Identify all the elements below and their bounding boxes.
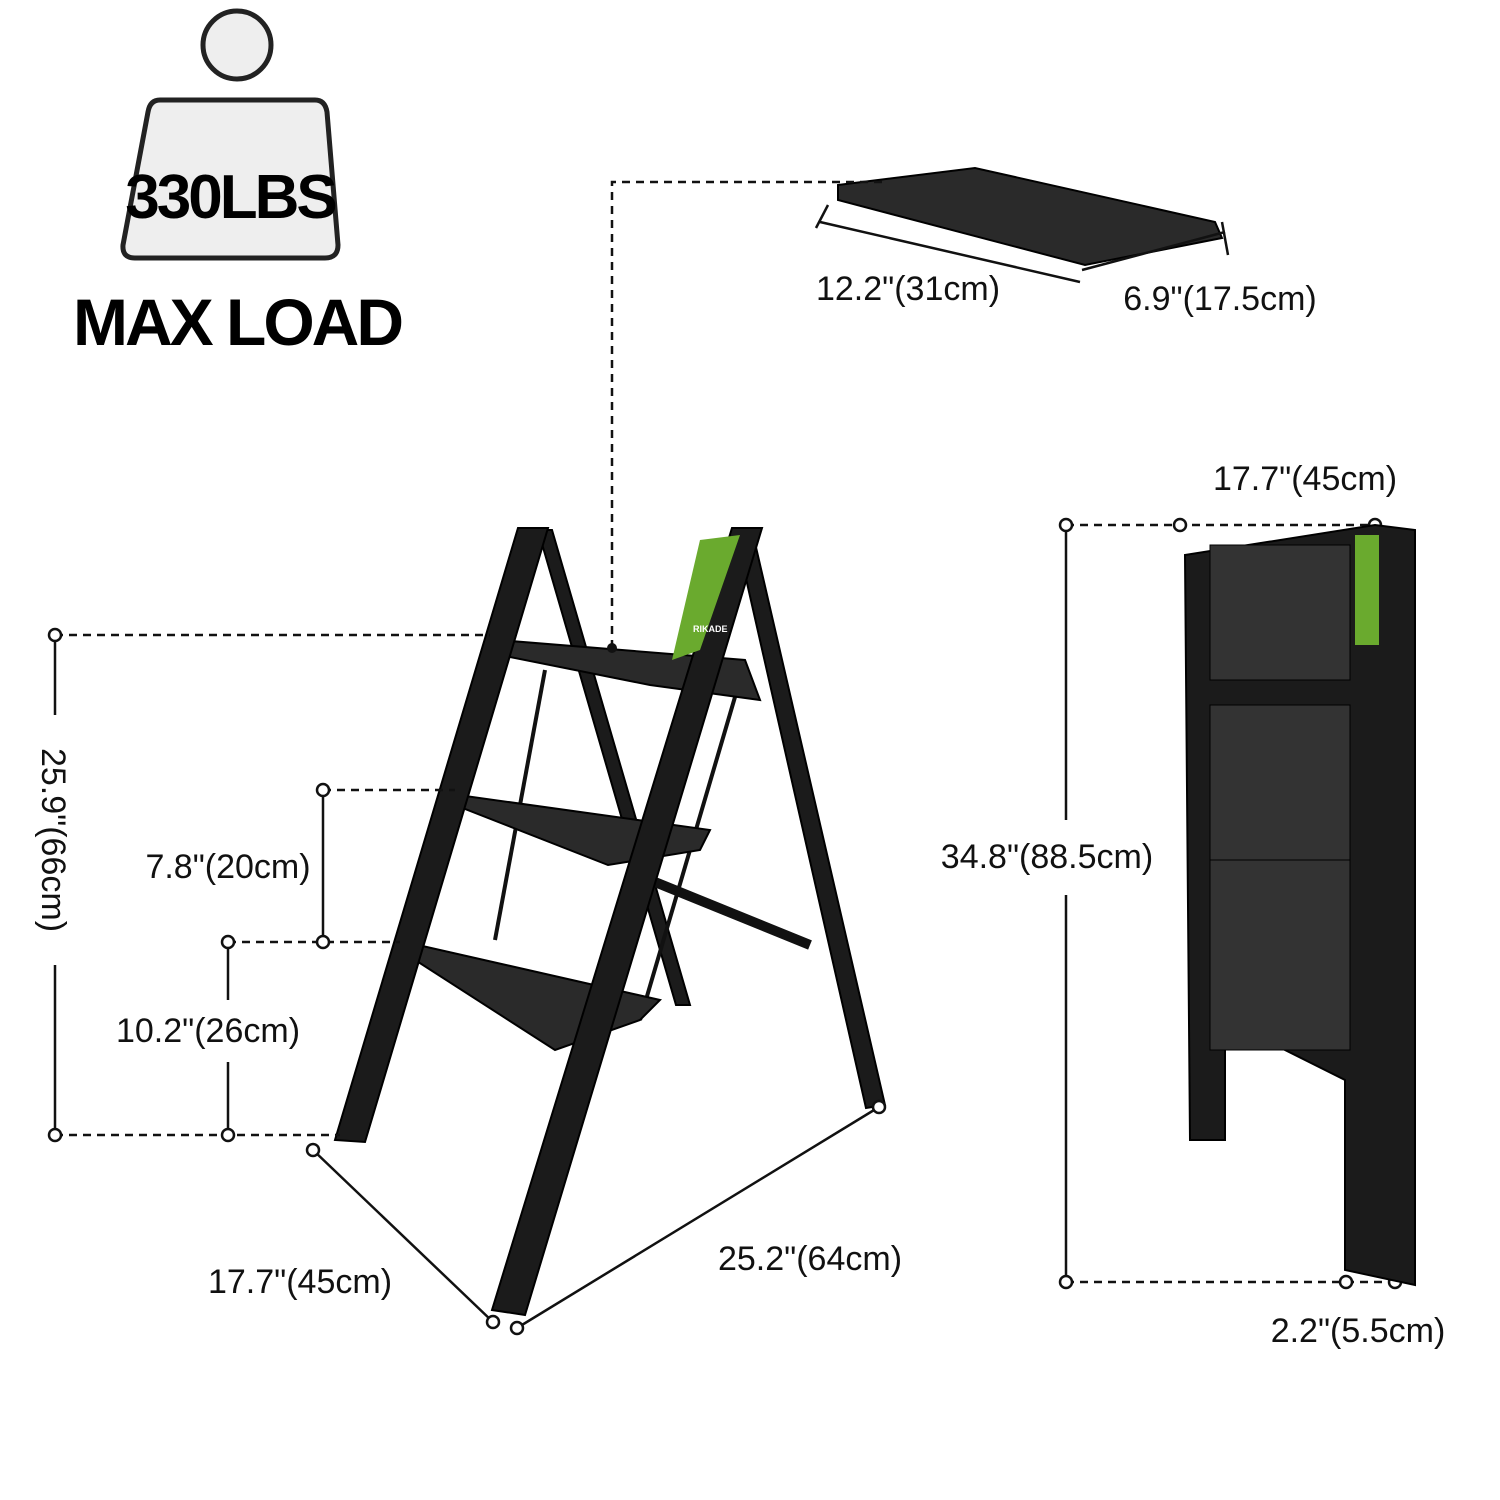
max-load-caption: MAX LOAD	[73, 285, 401, 359]
step-spacing-label: 7.8"(20cm)	[145, 848, 310, 886]
open-height-label: 25.9"(66cm)	[34, 748, 72, 932]
step-depth-label: 6.9"(17.5cm)	[1123, 280, 1316, 318]
safety-label	[672, 535, 740, 660]
open-ladder-image: RIKADE	[333, 527, 887, 1317]
weight-icon	[120, 8, 341, 261]
dimension-lines	[47, 180, 1403, 1336]
folded-thickness-label: 2.2"(5.5cm)	[1271, 1312, 1446, 1350]
brand-label: RIKADE	[693, 624, 728, 634]
open-depth-label: 17.7"(45cm)	[208, 1263, 392, 1301]
folded-width-label: 17.7"(45cm)	[1213, 460, 1397, 498]
open-length-label: 25.2"(64cm)	[718, 1240, 902, 1278]
folded-height-label: 34.8"(88.5cm)	[941, 838, 1153, 876]
folded-ladder-image	[1183, 523, 1416, 1287]
bottom-step-height-label: 10.2"(26cm)	[116, 1012, 300, 1050]
step-tread-image	[837, 166, 1224, 267]
step-width-label: 12.2"(31cm)	[816, 270, 1000, 308]
max-load-weight: 330LBS	[125, 163, 335, 232]
